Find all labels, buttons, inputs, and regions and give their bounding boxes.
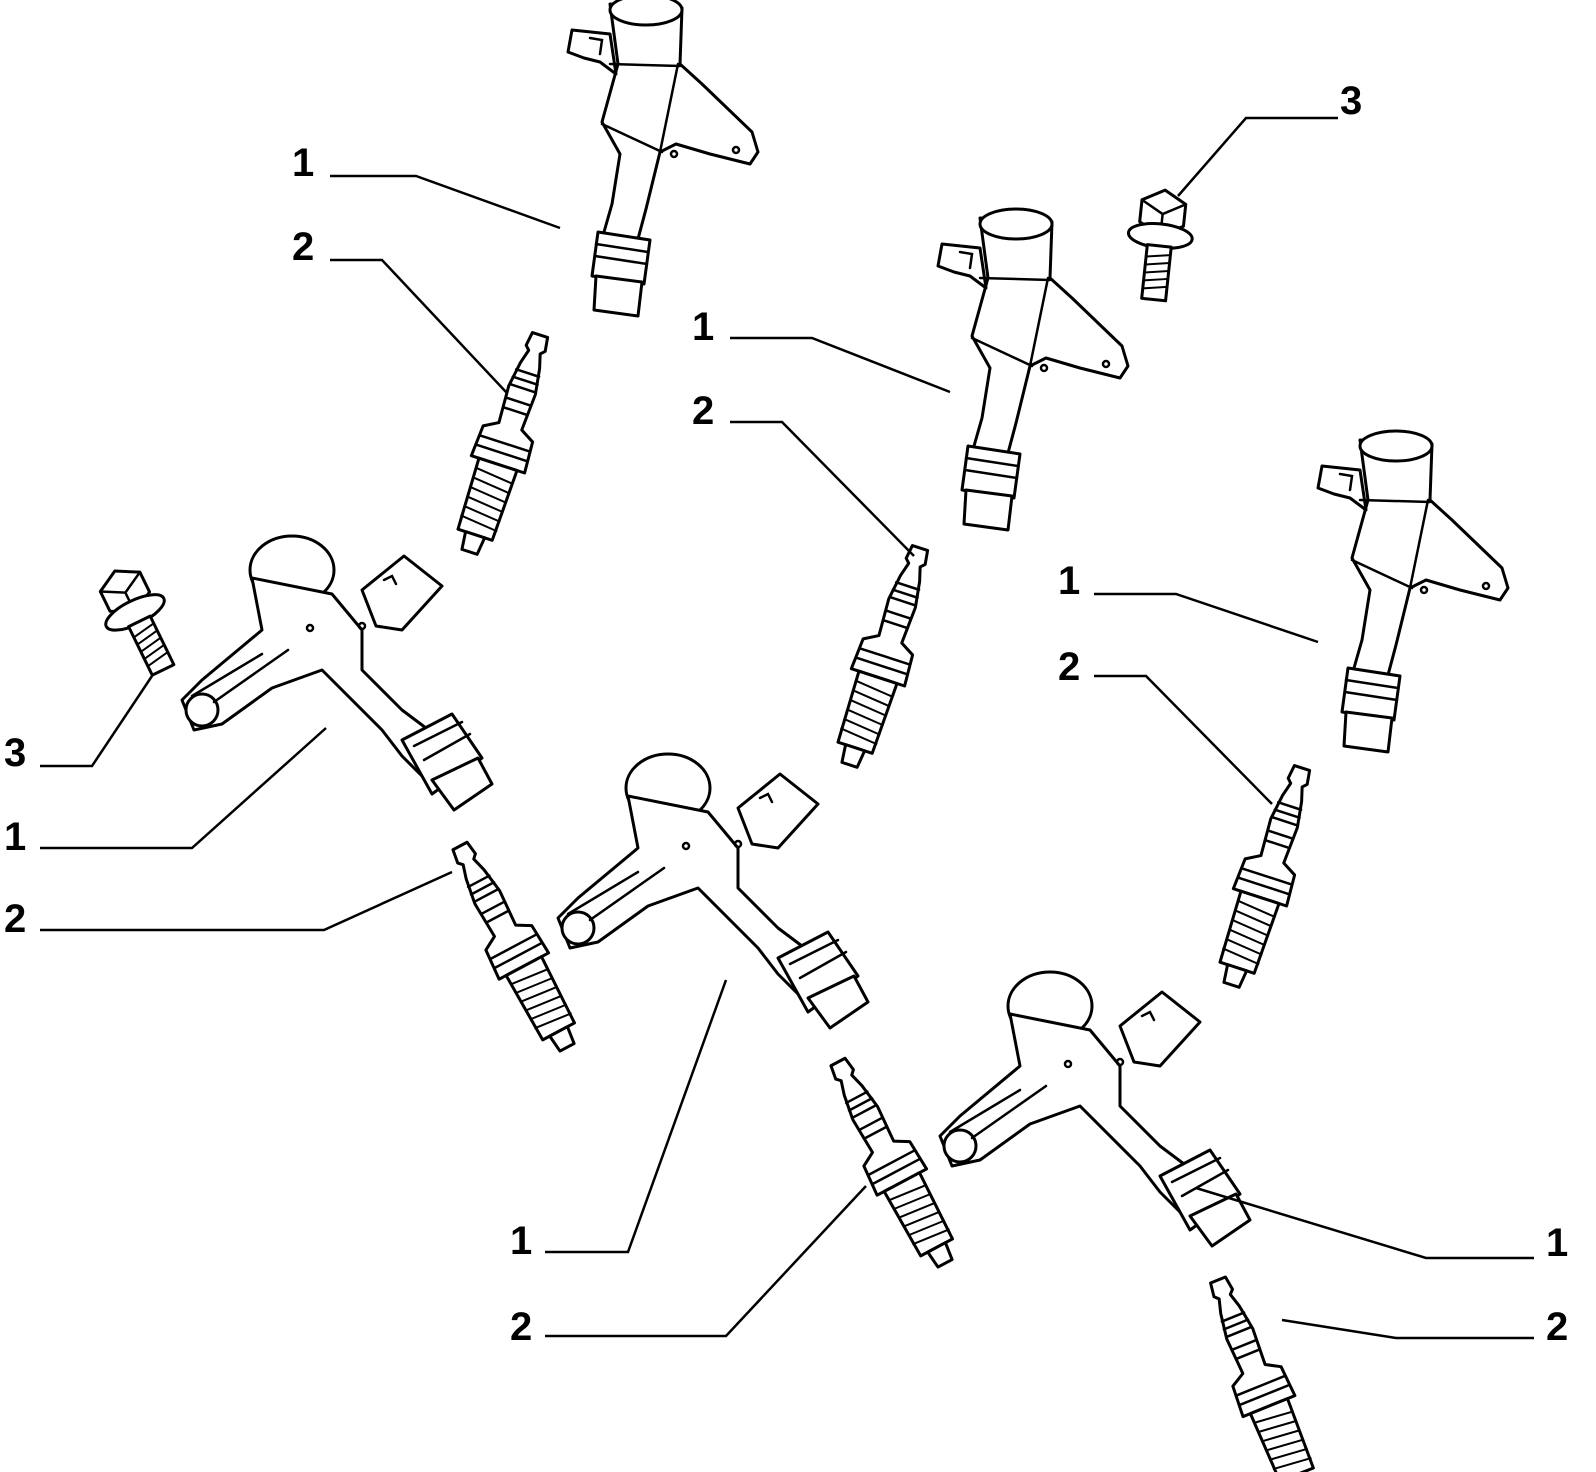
spark-plug-2 — [821, 537, 949, 775]
callout-plug-3: 2 — [1058, 645, 1080, 689]
callout-screw-left: 3 — [4, 731, 26, 775]
callout-labels: 1 2 3 1 2 1 2 3 1 2 1 2 1 2 — [4, 79, 1568, 1349]
ignition-coil-1 — [566, 0, 760, 318]
callout-plug-2: 2 — [692, 389, 714, 433]
ignition-coil-2 — [936, 207, 1130, 532]
callout-coil-5: 1 — [510, 1219, 532, 1263]
spark-plug-1 — [441, 324, 569, 562]
spark-plug-3 — [1203, 757, 1331, 995]
ignition-coil-4 — [180, 534, 494, 812]
callout-plug-6: 2 — [1546, 1305, 1568, 1349]
callout-plug-5: 2 — [510, 1305, 532, 1349]
leader-lines — [40, 116, 1534, 1340]
callout-coil-2: 1 — [692, 305, 714, 349]
spark-plug-6 — [1190, 1268, 1331, 1472]
screw-upper-right — [1120, 185, 1199, 305]
screw-left — [84, 555, 194, 686]
callout-coil-1: 1 — [292, 141, 314, 185]
callout-coil-6: 1 — [1546, 1221, 1568, 1265]
callout-coil-4: 1 — [4, 815, 26, 859]
callout-screw-upper: 3 — [1340, 79, 1362, 123]
ignition-coil-3 — [1316, 429, 1510, 754]
ignition-coil-6 — [938, 970, 1252, 1248]
spark-plug-5 — [811, 1047, 972, 1278]
callout-coil-3: 1 — [1058, 559, 1080, 603]
ignition-coil-5 — [556, 752, 870, 1030]
callout-plug-1: 2 — [292, 225, 314, 269]
callout-plug-4: 2 — [4, 897, 26, 941]
